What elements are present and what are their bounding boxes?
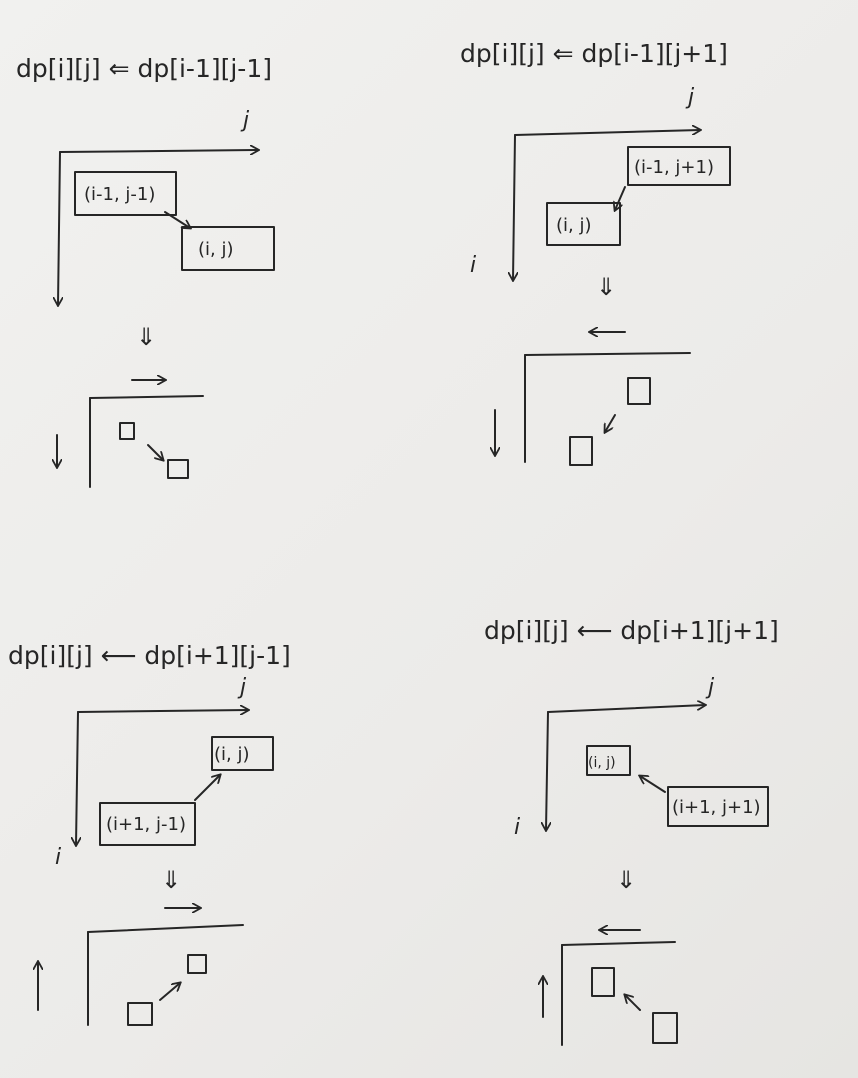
mini-source-cell: [627, 377, 651, 405]
mini-target-cell: [187, 954, 207, 974]
source-cell-label: (i+1, j-1): [106, 814, 186, 835]
j-axis-arrow: [59, 150, 258, 152]
mini-j-axis: [524, 352, 691, 356]
source-cell-label: (i-1, j+1): [634, 157, 714, 178]
j-axis-label: j: [237, 675, 247, 700]
i-axis-arrow: [546, 711, 548, 830]
target-cell-box: [586, 745, 631, 776]
mini-dependency-arrow: [605, 414, 616, 432]
dependency-arrow: [640, 776, 666, 793]
source-cell-box: [99, 802, 196, 846]
i-axis-label: i: [470, 253, 476, 278]
recurrence-title: dp[i][j] ⇐ dp[i-1][j-1]: [16, 54, 272, 83]
mini-dependency-arrow: [625, 995, 641, 1011]
dependency-arrow: [164, 211, 190, 228]
recurrence-title: dp[i][j] ⟵ dp[i+1][j+1]: [484, 616, 779, 645]
source-cell-box: [667, 786, 769, 827]
implies-down-icon: ⇓: [616, 866, 636, 894]
i-axis-arrow: [58, 151, 60, 305]
j-axis-arrow: [514, 130, 700, 136]
source-cell-label: (i+1, j+1): [672, 797, 761, 818]
j-axis-arrow: [77, 710, 248, 712]
panel-top-right: dp[i][j] ⇐ dp[i-1][j+1] j i (i-1, j+1) (…: [460, 39, 731, 466]
recurrence-title: dp[i][j] ⇐ dp[i-1][j+1]: [460, 39, 728, 68]
j-axis-label: j: [705, 675, 715, 700]
dependency-arrow: [615, 186, 626, 210]
i-axis-arrow: [513, 134, 515, 280]
i-axis-label: i: [514, 815, 520, 840]
i-axis-arrow: [76, 711, 78, 845]
i-axis-label: i: [55, 845, 61, 870]
mini-dependency-arrow: [159, 983, 180, 1001]
implies-down-icon: ⇓: [596, 273, 616, 301]
panel-bottom-left: dp[i][j] ⟵ dp[i+1][j-1] j i (i, j) (i+1,…: [8, 641, 291, 1026]
mini-dependency-arrow: [147, 444, 163, 460]
mini-source-cell: [119, 422, 135, 440]
target-cell-box: [546, 202, 621, 246]
panel-bottom-right: dp[i][j] ⟵ dp[i+1][j+1] j i (i, j) (i+1,…: [484, 616, 779, 1046]
panel-top-left: dp[i][j] ⇐ dp[i-1][j-1] j (i-1, j-1) (i,…: [16, 54, 275, 488]
dependency-arrow: [194, 775, 220, 801]
mini-j-axis: [87, 924, 244, 933]
target-cell-box: [181, 226, 275, 271]
mini-source-cell: [652, 1012, 678, 1044]
implies-down-icon: ⇓: [161, 866, 181, 894]
j-axis-label: j: [240, 108, 250, 133]
target-cell-label: (i, j): [556, 215, 592, 236]
j-axis-label: j: [685, 85, 695, 110]
target-cell-box: [211, 736, 274, 771]
recurrence-title: dp[i][j] ⟵ dp[i+1][j-1]: [8, 641, 291, 670]
source-cell-label: (i-1, j-1): [84, 184, 155, 205]
j-axis-arrow: [547, 705, 705, 713]
implies-down-icon: ⇓: [136, 323, 156, 351]
mini-target-cell: [569, 436, 593, 466]
source-cell-box: [627, 146, 731, 186]
mini-j-axis: [561, 941, 676, 946]
mini-target-cell: [591, 967, 615, 997]
target-cell-label: (i, j): [198, 239, 234, 260]
source-cell-box: [74, 171, 177, 216]
mini-j-axis: [89, 395, 204, 399]
target-cell-label: (i, j): [588, 755, 616, 771]
mini-target-cell: [167, 459, 189, 479]
target-cell-label: (i, j): [214, 744, 250, 765]
mini-source-cell: [127, 1002, 153, 1026]
